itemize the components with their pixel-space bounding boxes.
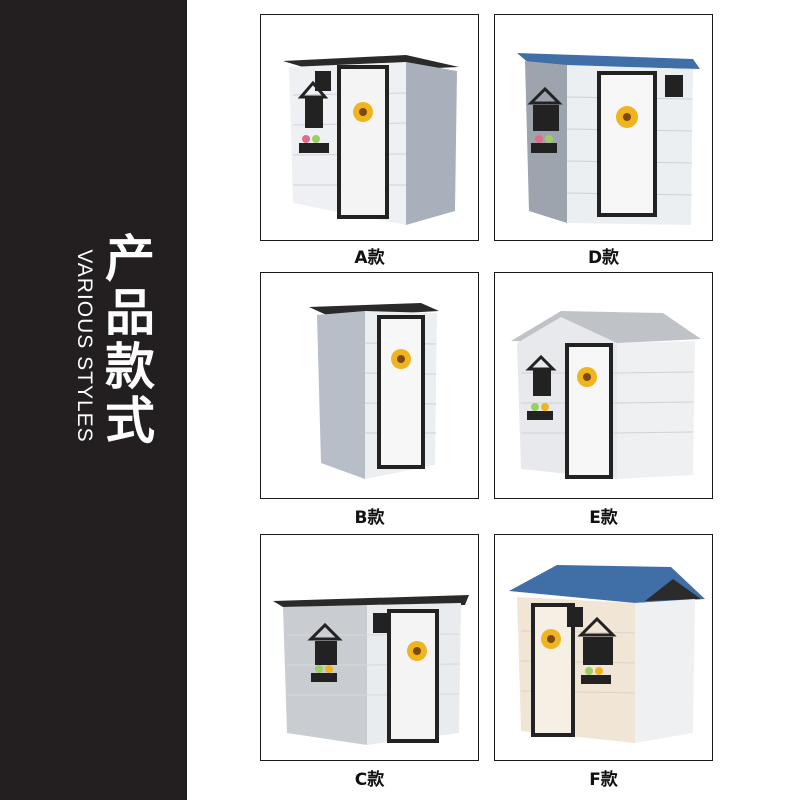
product-image-d[interactable] [494,14,713,241]
product-label-f: F款 [589,770,618,790]
title-char: 款 [105,338,155,396]
product-label-a: A款 [354,248,385,268]
title-char: 品 [105,284,155,342]
title-char: 式 [105,392,155,450]
product-image-c[interactable] [260,534,479,761]
sidebar-panel: 产 品 款 式 VARIOUS STYLES [0,0,187,800]
product-label-c: C款 [354,770,385,790]
product-label-e: E款 [589,508,618,528]
product-image-b[interactable] [260,272,479,499]
product-image-f[interactable] [494,534,713,761]
product-label-d: D款 [587,248,620,268]
product-image-a[interactable] [260,14,479,241]
title-english: VARIOUS STYLES [73,249,96,443]
product-label-b: B款 [354,508,385,528]
title-chinese: 产 品 款 式 [95,232,165,448]
title-char: 产 [105,230,155,288]
product-image-e[interactable] [494,272,713,499]
